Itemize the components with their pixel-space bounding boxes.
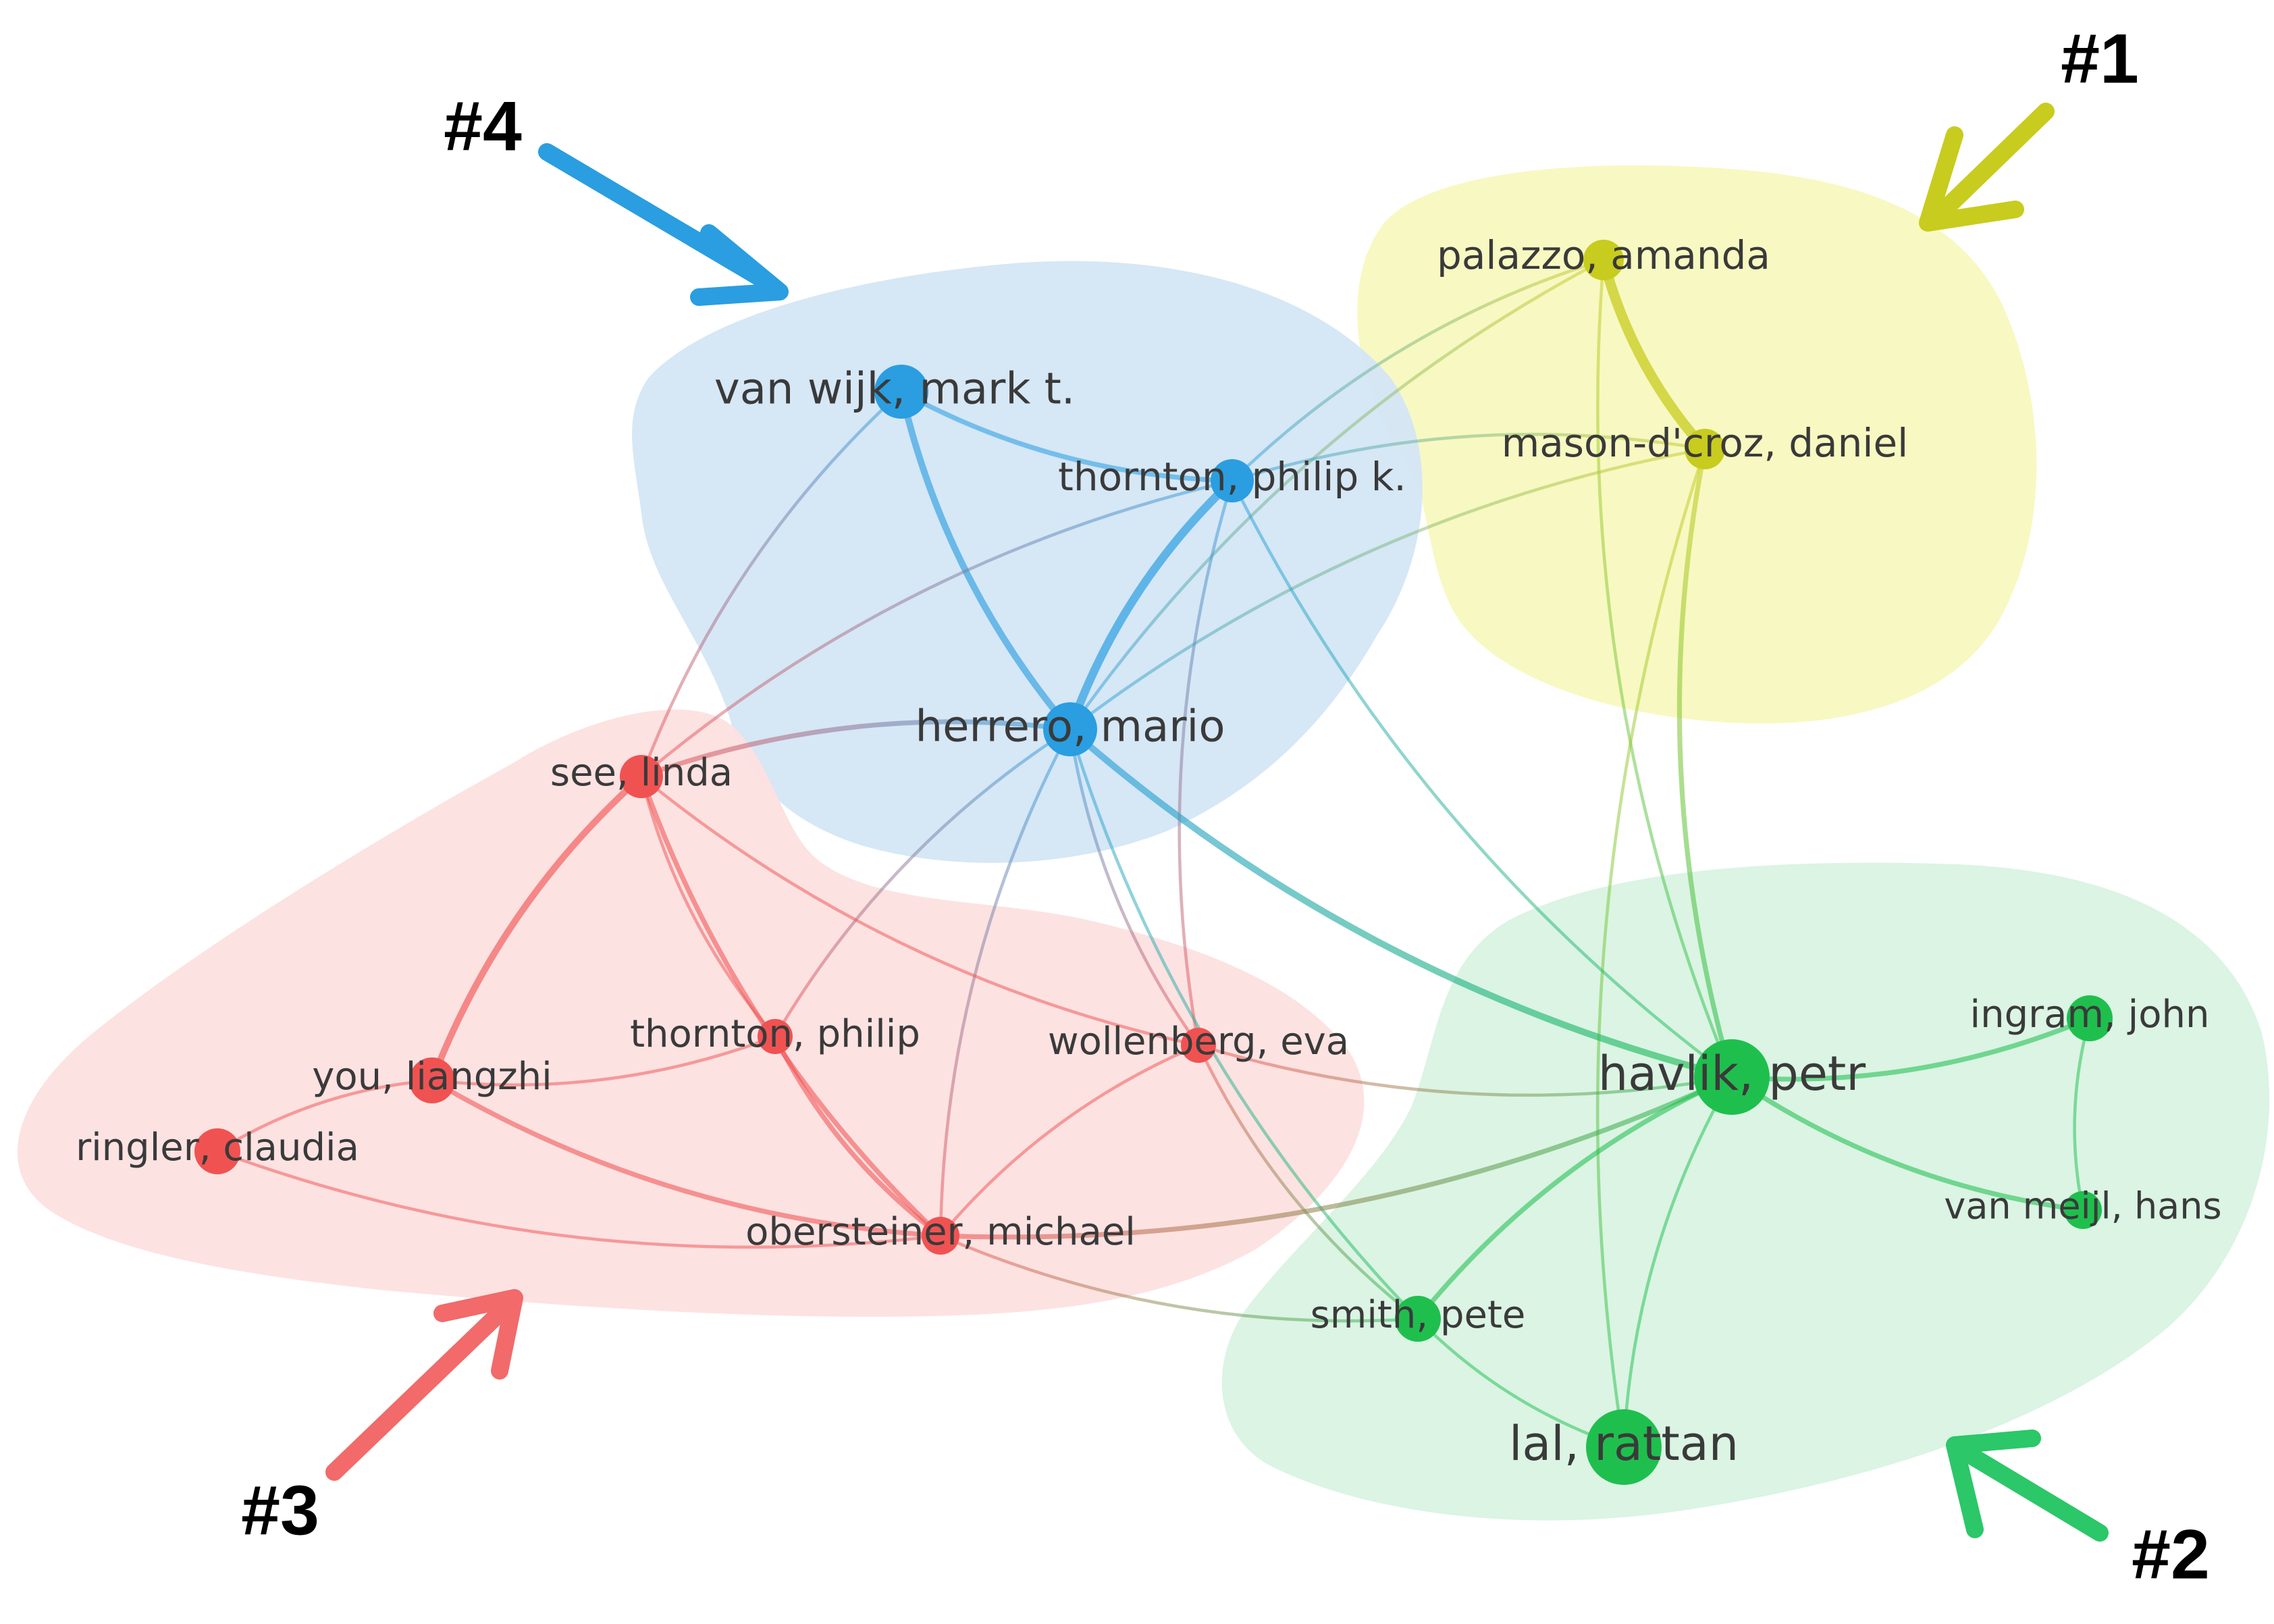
cluster-hull-2: [1221, 862, 2270, 1521]
node-label-obersteiner: obersteiner, michael: [745, 1210, 1136, 1254]
link-mason-herrero: [1068, 447, 1707, 731]
link-ingram-vanmeijl: [2073, 1016, 2092, 1212]
link-mason-lal: [1595, 447, 1707, 1449]
node-label-palazzo: palazzo, amanda: [1437, 232, 1770, 278]
cluster-tag-1-group: #1: [1919, 20, 2139, 232]
node-mason[interactable]: [1685, 429, 1725, 469]
node-label-havlik: havlik, petr: [1598, 1046, 1866, 1101]
cluster-hull-3: [17, 709, 1365, 1317]
cluster-tag-4-group: #4: [444, 87, 789, 306]
node-label-you: you, liangzhi: [312, 1055, 552, 1099]
node-thorntonp[interactable]: [758, 1019, 793, 1054]
node-labels: palazzo, amanda mason-d'croz, daniel van w…: [76, 232, 2222, 1471]
node-vanmeijl[interactable]: [2064, 1191, 2102, 1229]
link-you-thorntonp: [430, 1034, 777, 1086]
cluster-tag-4: #4: [444, 87, 522, 165]
node-you[interactable]: [409, 1057, 455, 1103]
node-vanwijk[interactable]: [874, 365, 928, 419]
link-mason-havlik: [1676, 446, 1735, 1080]
cluster-tag-2: #2: [2132, 1515, 2210, 1594]
link-wollenberg-havlik: [1196, 1043, 1734, 1097]
link-thorntonp-obersteiner: [772, 1034, 943, 1238]
cluster-tag-2-group: #2: [1946, 1430, 2210, 1594]
link-vanwijk-see: [639, 390, 903, 779]
node-label-vanwijk: van wijk, mark t.: [714, 365, 1075, 415]
link-havlik-lal: [1622, 1075, 1734, 1449]
link-thorntonpk-see: [639, 479, 1234, 779]
node-obersteiner[interactable]: [922, 1217, 959, 1255]
link-you-ringler: [215, 1078, 434, 1153]
link-obersteiner-smith: [938, 1234, 1420, 1323]
link-palazzo-herrero: [1068, 258, 1606, 731]
link-thorntonpk-herrero: [1065, 476, 1237, 734]
node-label-mason: mason-d'croz, daniel: [1502, 420, 1909, 466]
node-havlik[interactable]: [1694, 1039, 1770, 1115]
link-thorntonpk-wollenberg: [1178, 479, 1234, 1047]
node-thorntonpk[interactable]: [1211, 459, 1254, 502]
node-herrero[interactable]: [1043, 702, 1097, 756]
cluster-tags: #1 #4 #3 #2: [241, 20, 2210, 1594]
link-obersteiner-havlik: [938, 1074, 1735, 1240]
nodes: [194, 240, 2113, 1485]
node-label-lal: lal, rattan: [1509, 1416, 1739, 1471]
node-lal[interactable]: [1586, 1409, 1662, 1485]
link-havlik-smith: [1415, 1074, 1735, 1321]
cluster-tag-3-group: #3: [241, 1289, 523, 1550]
link-vanwijk-thorntonpk: [899, 389, 1235, 483]
cluster-hulls: [17, 165, 2270, 1521]
node-label-vanmeijl: van meijl, hans: [1944, 1185, 2221, 1228]
node-label-ringler: ringler, claudia: [76, 1126, 359, 1170]
node-label-smith: smith, pete: [1311, 1293, 1526, 1337]
link-see-wollenberg: [639, 775, 1200, 1047]
cluster-tag-1: #1: [2061, 20, 2139, 98]
link-palazzo-mason: [1598, 255, 1710, 454]
link-palazzo-havlik: [1596, 258, 1734, 1079]
link-ringler-obersteiner: [215, 1149, 943, 1249]
cluster-hull-4: [632, 261, 1423, 863]
node-label-herrero: herrero, mario: [916, 702, 1225, 752]
link-wollenberg-smith: [1196, 1043, 1420, 1321]
link-you-obersteiner: [429, 1078, 943, 1238]
node-ringler[interactable]: [194, 1128, 240, 1174]
links: [215, 255, 2092, 1449]
node-palazzo[interactable]: [1583, 240, 1624, 280]
link-herrero-see: [639, 719, 1073, 779]
link-havlik-vanmeijl: [1729, 1074, 2086, 1213]
node-label-wollenberg: wollenberg, eva: [1048, 1020, 1349, 1064]
link-mason-thorntonpk: [1230, 432, 1707, 483]
link-havlik-ingram: [1729, 1016, 2092, 1082]
link-herrero-thorntonp: [773, 727, 1072, 1039]
link-thorntonpk-havlik: [1230, 479, 1734, 1079]
link-wollenberg-obersteiner: [938, 1043, 1200, 1238]
node-label-thorntonp: thornton, philip: [630, 1012, 920, 1056]
node-smith[interactable]: [1395, 1296, 1441, 1342]
link-palazzo-thorntonpk: [1230, 258, 1606, 483]
node-ingram[interactable]: [2067, 995, 2113, 1041]
node-wollenberg[interactable]: [1181, 1028, 1216, 1063]
node-label-thorntonpk: thornton, philip k.: [1058, 454, 1406, 500]
link-see-you: [429, 773, 645, 1084]
node-label-ingram: ingram, john: [1970, 993, 2210, 1037]
link-herrero-havlik: [1067, 726, 1735, 1080]
cluster-tag-3: #3: [241, 1471, 319, 1550]
node-label-see: see, linda: [550, 751, 733, 795]
link-herrero-wollenberg: [1068, 727, 1200, 1047]
node-see[interactable]: [620, 755, 663, 798]
